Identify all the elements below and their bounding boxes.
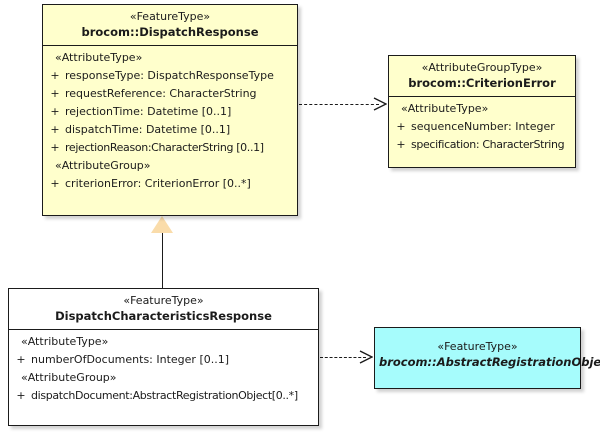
class-stereotype: «FeatureType» [437, 340, 518, 353]
attribute-text: specification: CharacterString [411, 138, 565, 151]
class-title: brocom::CriterionError [408, 76, 556, 90]
attribute-group-label: «AttributeType» [55, 51, 143, 64]
class-header-dispatch-characteristics-response: «FeatureType» DispatchCharacteristicsRes… [9, 289, 318, 330]
attribute-text: sequenceNumber: Integer [411, 120, 555, 133]
attribute-row[interactable]: + rejectionReason:CharacterString [0..1] [45, 139, 295, 157]
class-box-criterion-error[interactable]: «AttributeGroupType» brocom::CriterionEr… [388, 55, 576, 168]
attribute-text: dispatchTime: Datetime [0..1] [65, 123, 231, 136]
attribute-text: rejectionTime: Datetime [0..1] [65, 105, 232, 118]
attribute-row[interactable]: + sequenceNumber: Integer [391, 118, 573, 136]
attribute-row[interactable]: + numberOfDocuments: Integer [0..1] [11, 351, 316, 369]
attribute-row[interactable]: + criterionError: CriterionError [0..*] [45, 175, 295, 193]
class-box-dispatch-characteristics-response[interactable]: «FeatureType» DispatchCharacteristicsRes… [8, 288, 319, 426]
attribute-text: rejectionReason:CharacterString [0..1] [65, 141, 264, 154]
generalization-line-dispatch-characteristics-to-dispatch-response[interactable] [162, 232, 163, 288]
attribute-text: numberOfDocuments: Integer [0..1] [31, 353, 230, 366]
class-title: DispatchCharacteristicsResponse [55, 309, 272, 323]
attribute-row[interactable]: + dispatchDocument:AbstractRegistrationO… [11, 387, 316, 405]
visibility-marker: + [16, 389, 26, 402]
attribute-row[interactable]: + responseType: DispatchResponseType [45, 67, 295, 85]
class-attributes-criterion-error: «AttributeType» + sequenceNumber: Intege… [389, 97, 575, 158]
class-stereotype: «FeatureType» [129, 10, 211, 23]
visibility-marker: + [50, 123, 60, 136]
attribute-group-label: «AttributeGroup» [21, 371, 117, 384]
class-title: brocom::DispatchResponse [81, 25, 259, 39]
class-header-criterion-error: «AttributeGroupType» brocom::CriterionEr… [389, 56, 575, 97]
class-header-dispatch-response: «FeatureType» brocom::DispatchResponse [43, 5, 297, 46]
class-attributes-dispatch-response: «AttributeType» + responseType: Dispatch… [43, 46, 297, 197]
class-stereotype: «FeatureType» [123, 294, 204, 307]
class-box-abstract-registration-object[interactable]: «FeatureType» brocom::AbstractRegistrati… [374, 327, 600, 389]
generalization-triangle-icon [151, 216, 173, 233]
visibility-marker: + [50, 141, 60, 154]
visibility-marker: + [50, 177, 60, 190]
visibility-marker: + [396, 120, 406, 133]
visibility-marker: + [50, 105, 60, 118]
attribute-group-label: «AttributeType» [401, 102, 489, 115]
class-attributes-dispatch-characteristics-response: «AttributeType» + numberOfDocuments: Int… [9, 330, 318, 409]
visibility-marker: + [396, 138, 406, 151]
attribute-row[interactable]: + rejectionTime: Datetime [0..1] [45, 103, 295, 121]
dependency-open-arrowhead-icon [373, 97, 387, 111]
visibility-marker: + [16, 353, 26, 366]
class-header-abstract-registration-object: «FeatureType» brocom::AbstractRegistrati… [375, 328, 600, 375]
visibility-marker: + [50, 69, 60, 82]
attribute-group-label: «AttributeGroup» [55, 159, 151, 172]
attribute-group-label: «AttributeType» [21, 335, 109, 348]
attribute-row[interactable]: + dispatchTime: Datetime [0..1] [45, 121, 295, 139]
dependency-line-dispatch-response-to-criterion-error[interactable] [299, 104, 379, 105]
class-title: brocom::AbstractRegistrationObject [379, 355, 600, 369]
class-box-dispatch-response[interactable]: «FeatureType» brocom::DispatchResponse «… [42, 4, 298, 216]
attribute-text: criterionError: CriterionError [0..*] [65, 177, 251, 190]
class-stereotype: «AttributeGroupType» [421, 61, 543, 74]
attribute-text: requestReference: CharacterString [65, 87, 257, 100]
attribute-row[interactable]: + requestReference: CharacterString [45, 85, 295, 103]
dependency-open-arrowhead-icon [359, 350, 373, 364]
attribute-text: dispatchDocument:AbstractRegistrationObj… [31, 389, 298, 402]
attribute-row[interactable]: + specification: CharacterString [391, 136, 573, 154]
visibility-marker: + [50, 87, 60, 100]
dependency-line-dispatch-characteristics-to-abstract-registration-object[interactable] [320, 357, 366, 358]
attribute-text: responseType: DispatchResponseType [65, 69, 274, 82]
